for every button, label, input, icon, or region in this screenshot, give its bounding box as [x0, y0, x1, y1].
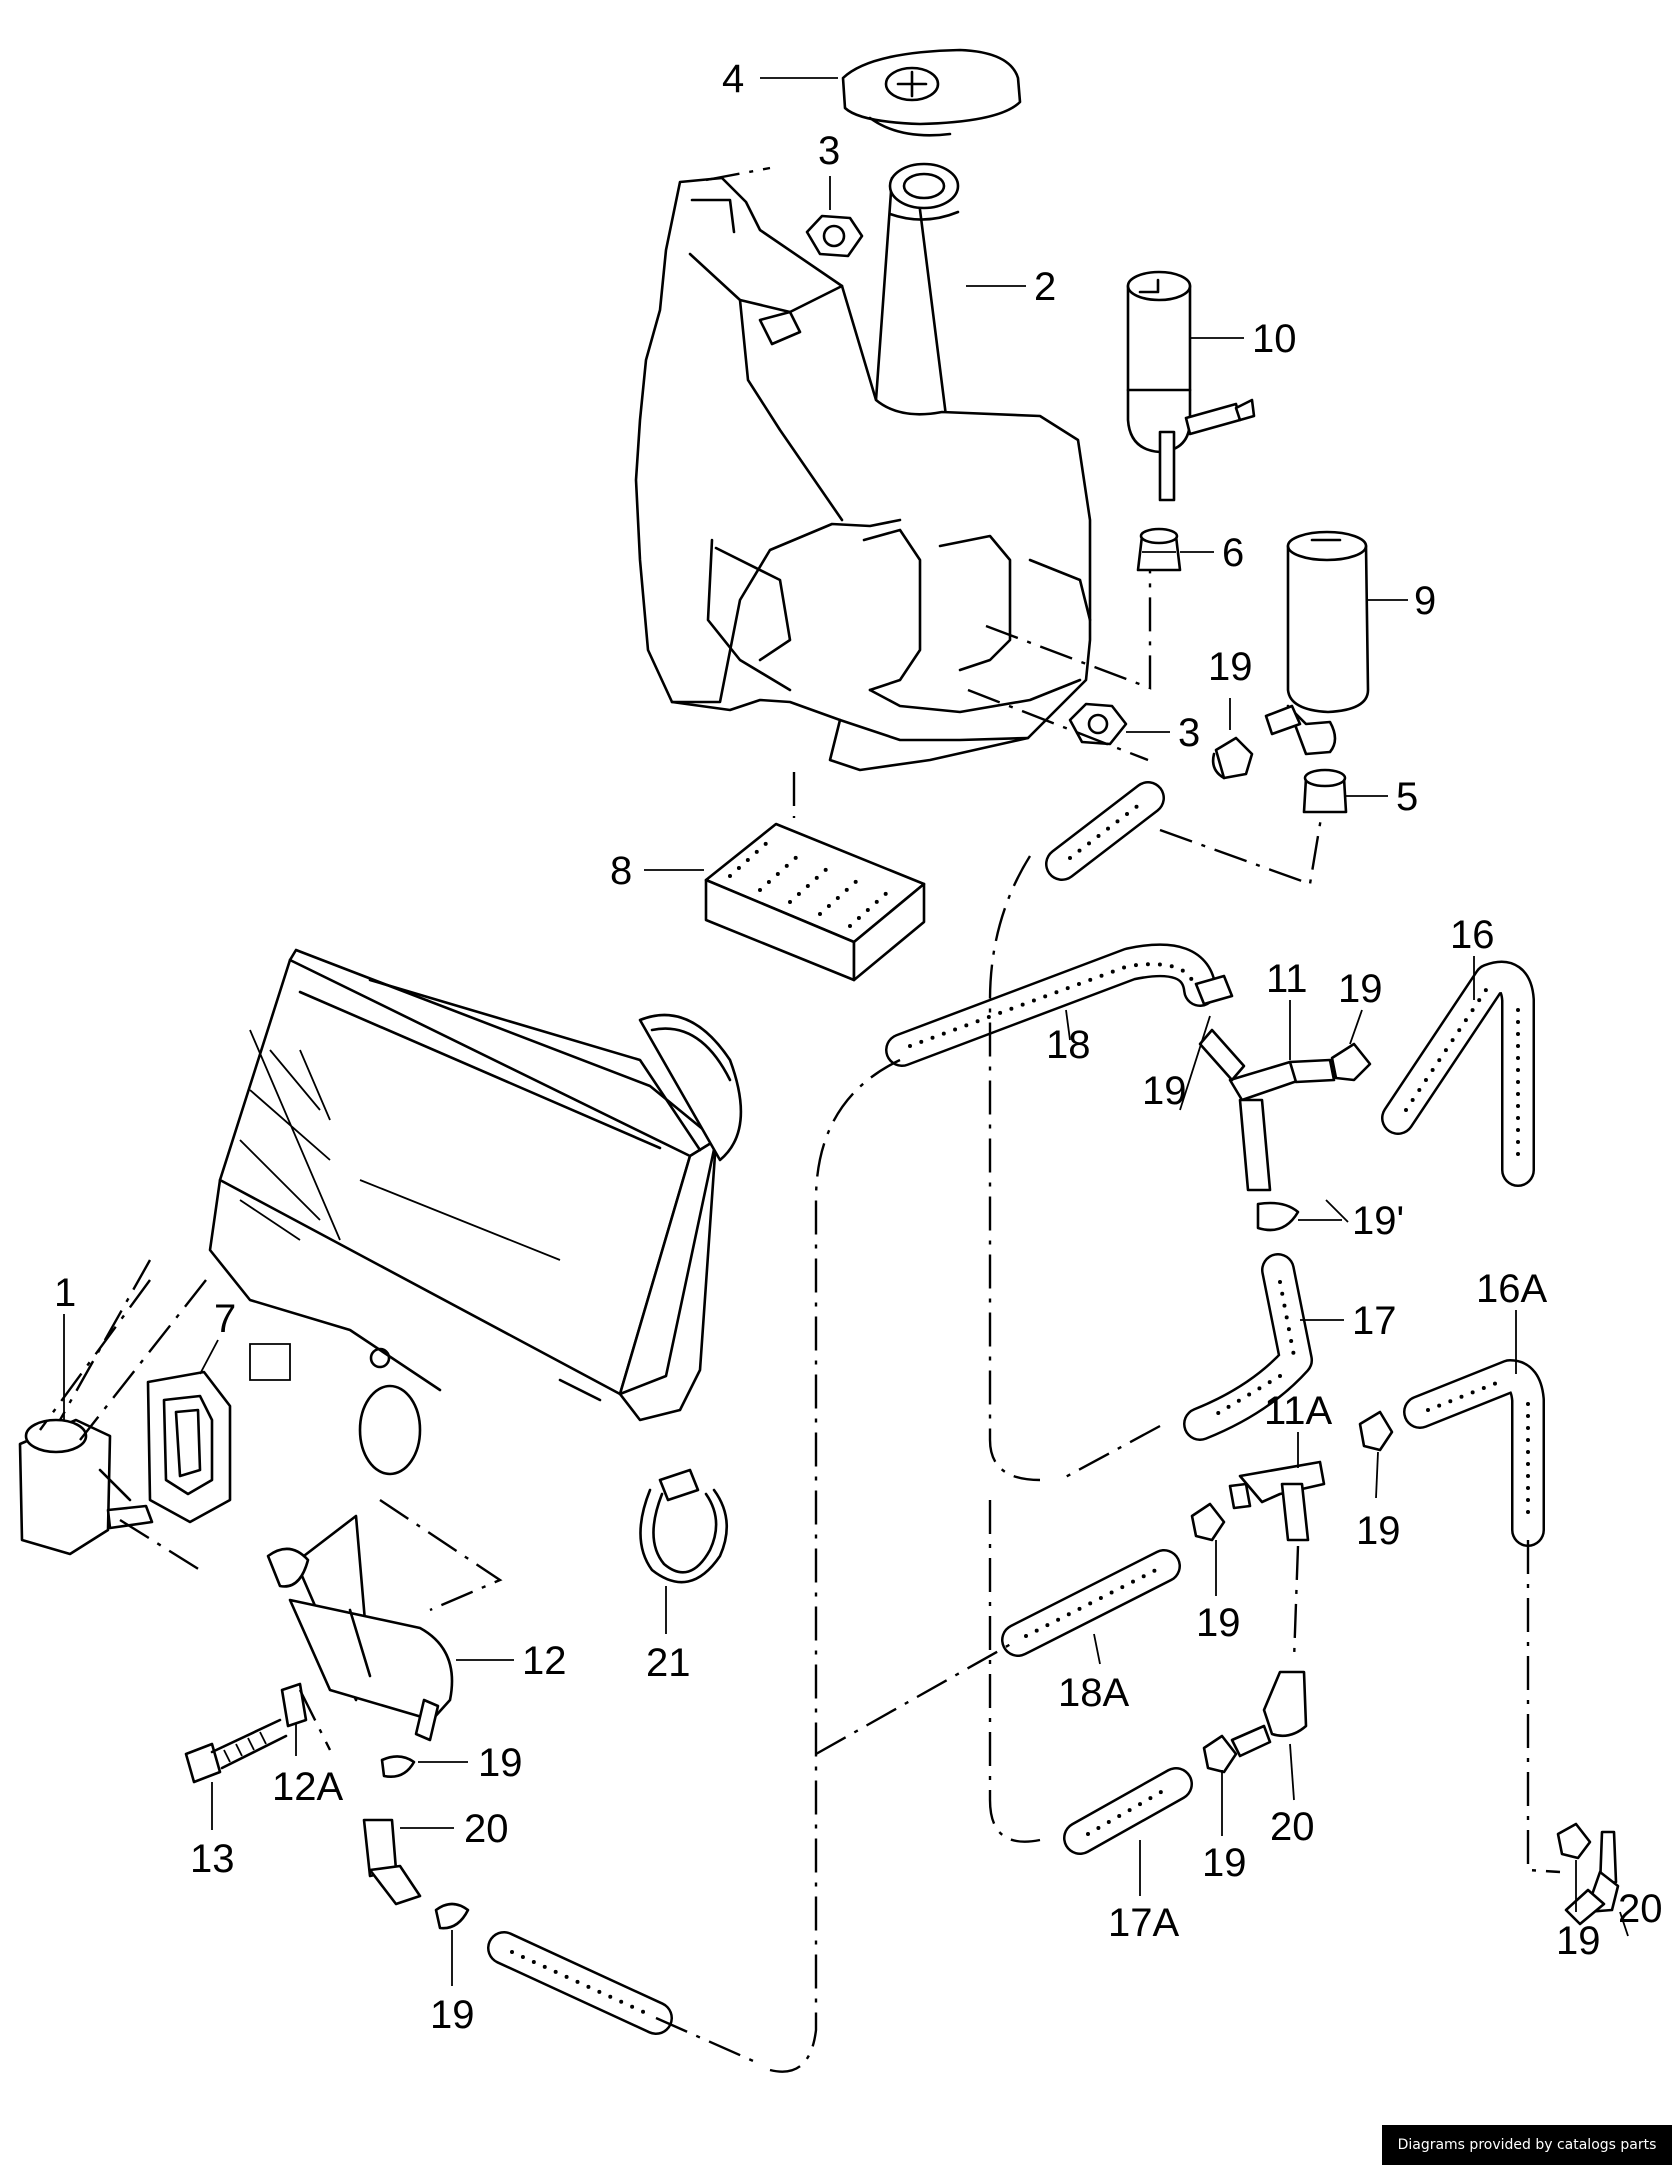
callout-12[interactable]: 12 [522, 1639, 567, 1683]
part-8-foam-pad[interactable] [704, 822, 926, 982]
callout-6[interactable]: 6 [1222, 531, 1244, 575]
callout-16a[interactable]: 16A [1476, 1267, 1547, 1311]
part-11-t-piece[interactable] [1198, 1028, 1336, 1192]
callout-19-pump9[interactable]: 19 [1208, 645, 1253, 689]
clip-19-pump12[interactable] [380, 1755, 416, 1778]
callout-10[interactable]: 10 [1252, 317, 1297, 361]
hose-bottom-left[interactable] [487, 1931, 673, 2035]
part-7-seal[interactable] [146, 1370, 232, 1524]
part-16-hose[interactable] [1381, 960, 1535, 1187]
callout-11a[interactable]: 11A [1264, 1389, 1333, 1433]
part-19-clips [380, 974, 1592, 1930]
part-4-filler-cap[interactable] [841, 48, 1022, 137]
part-6-grommet[interactable] [1136, 527, 1182, 572]
part-9-washer-pump[interactable] [1264, 530, 1370, 756]
callout-19-pump12[interactable]: 19 [478, 1741, 523, 1785]
callout-13[interactable]: 13 [190, 1837, 235, 1881]
washer-reservoir [634, 176, 1092, 772]
callout-19-t11a[interactable]: 19 [1356, 1509, 1401, 1553]
leader-lines [63, 77, 1629, 1986]
part-10-washer-pump[interactable] [1126, 270, 1256, 502]
callout-12a[interactable]: 12A [272, 1765, 343, 1809]
hoses [487, 781, 1545, 2035]
callout-19-bottom[interactable]: 19 [430, 1993, 475, 2037]
part-16a-hose[interactable] [1403, 1359, 1545, 1547]
part-17-hose[interactable] [1183, 1253, 1313, 1441]
part-20-elbow-left[interactable] [362, 1818, 422, 1906]
part-19-clip-pump9[interactable] [1211, 736, 1254, 780]
part-21-cable-tie[interactable] [639, 1468, 729, 1584]
part-18a-hose[interactable] [1001, 1549, 1181, 1657]
callout-21[interactable]: 21 [646, 1641, 691, 1685]
callout-4[interactable]: 4 [722, 57, 744, 101]
part-5-grommet[interactable] [1302, 768, 1348, 814]
clip-19-hose18[interactable] [1194, 974, 1234, 1006]
callout-20-center[interactable]: 20 [1270, 1805, 1315, 1849]
callout-5[interactable]: 5 [1396, 775, 1418, 819]
clip-19-hose18a[interactable] [1190, 1502, 1226, 1542]
clip-19-hose17a[interactable] [1202, 1734, 1238, 1774]
callout-19-prime[interactable]: 19' [1352, 1199, 1404, 1243]
routing-lines [39, 166, 1561, 2073]
clip-19-right[interactable] [1556, 1822, 1592, 1860]
callout-19-hose18a[interactable]: 19 [1196, 1601, 1241, 1645]
part-20-elbow-right[interactable] [1564, 1830, 1620, 1926]
part-17a-hose[interactable] [1063, 1767, 1193, 1855]
clip-19-t11[interactable] [1330, 1042, 1372, 1082]
callouts: 4 3 2 10 6 9 19 3 5 8 16 11 19 18 19 19'… [54, 57, 1663, 2037]
part-12-washer-pump[interactable] [266, 1514, 454, 1742]
part-3-nut-upper[interactable] [805, 214, 864, 258]
callout-3-upper[interactable]: 3 [818, 129, 840, 173]
callout-18a[interactable]: 18A [1058, 1671, 1129, 1715]
callout-8[interactable]: 8 [610, 849, 632, 893]
clip-19-t11a[interactable] [1358, 1410, 1394, 1452]
callout-17a[interactable]: 17A [1108, 1901, 1179, 1945]
part-11a-t-piece[interactable] [1228, 1460, 1326, 1542]
credit-banner: Diagrams provided by catalogs parts [1382, 2125, 1672, 2165]
part-1-nozzle[interactable] [18, 1418, 154, 1556]
hose-near-pump9[interactable] [1045, 781, 1165, 881]
callout-2[interactable]: 2 [1034, 265, 1056, 309]
callout-20-right[interactable]: 20 [1618, 1887, 1663, 1931]
headlamp [208, 948, 743, 1476]
callout-16[interactable]: 16 [1450, 913, 1495, 957]
callout-9[interactable]: 9 [1414, 579, 1436, 623]
callout-11[interactable]: 11 [1266, 957, 1308, 1001]
callout-19-hose18[interactable]: 19 [1142, 1069, 1187, 1113]
callout-7[interactable]: 7 [214, 1297, 236, 1341]
part-12a-clip-nut[interactable] [280, 1682, 308, 1728]
callout-17[interactable]: 17 [1352, 1299, 1397, 1343]
callout-3-lower[interactable]: 3 [1178, 711, 1200, 755]
part-18-hose[interactable] [885, 943, 1217, 1067]
callout-18[interactable]: 18 [1046, 1023, 1091, 1067]
part-20-elbow-center[interactable] [1230, 1670, 1308, 1758]
callout-1[interactable]: 1 [54, 1271, 76, 1315]
part-3-nut-lower[interactable] [1068, 702, 1128, 746]
callout-19-right[interactable]: 19 [1556, 1919, 1601, 1963]
callout-19-t11[interactable]: 19 [1338, 967, 1383, 1011]
callout-20-left[interactable]: 20 [464, 1807, 509, 1851]
clip-19-bottom[interactable] [434, 1902, 470, 1930]
seal-aperture [249, 1343, 291, 1381]
part-13-screw[interactable] [184, 1718, 288, 1784]
callout-19-hose17a[interactable]: 19 [1202, 1841, 1247, 1885]
clip-19-hose17[interactable] [1256, 1201, 1300, 1232]
